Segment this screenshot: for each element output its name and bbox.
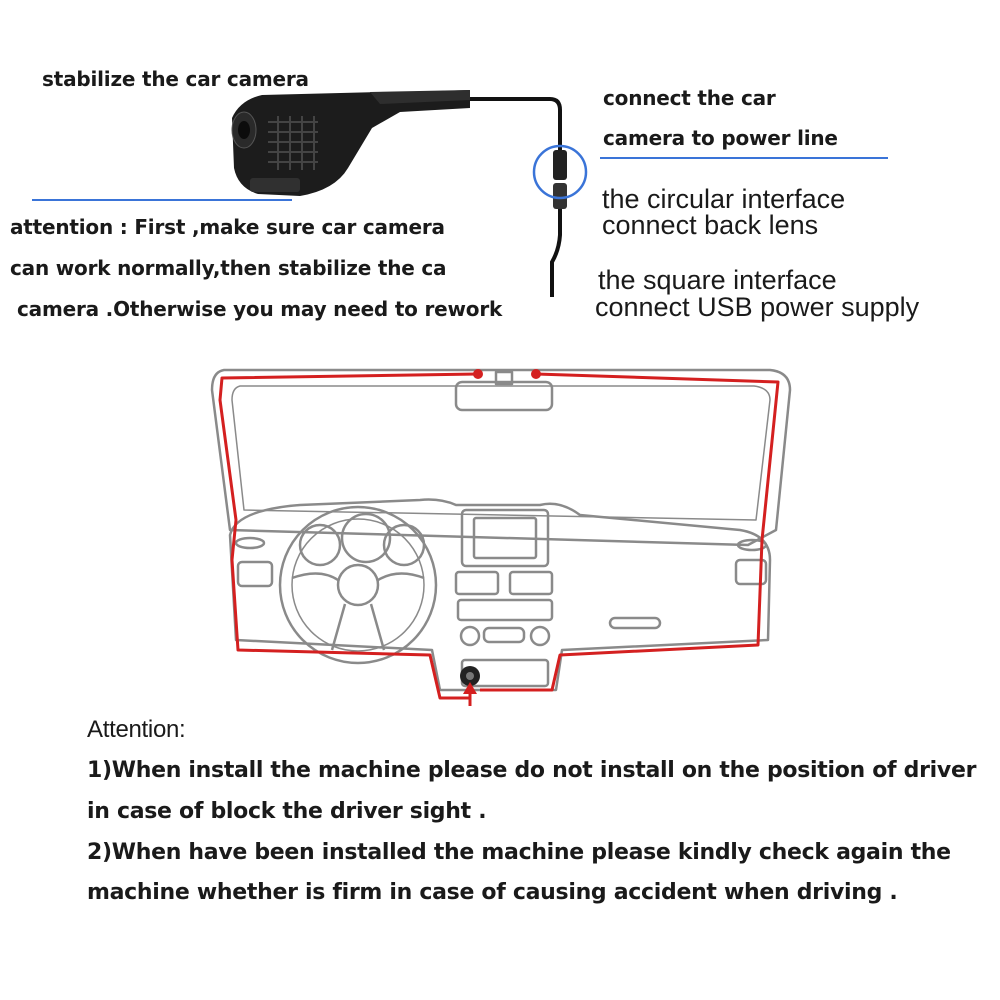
- guide-line-left: [32, 199, 292, 201]
- circular-interface-line-1: the circular interface: [602, 184, 846, 214]
- attention-heading: Attention:: [87, 716, 186, 743]
- attention-item-1-line-1: 1)When install the machine please do not…: [87, 758, 977, 783]
- attention-item-2-line-2: machine whether is firm in case of causi…: [87, 880, 898, 905]
- power-cable-icon: [470, 97, 588, 297]
- connect-line-1: connect the car: [603, 86, 776, 110]
- stabilize-label: stabilize the car camera: [42, 67, 309, 91]
- attention-item-2-line-1: 2)When have been installed the machine p…: [87, 840, 951, 865]
- square-interface-line-2: connect USB power supply: [595, 292, 920, 322]
- attention-item-1-line-2: in case of block the driver sight .: [87, 799, 487, 824]
- attention-line-3: camera .Otherwise you may need to rework: [17, 297, 503, 321]
- guide-line-right: [600, 157, 888, 159]
- steering-wheel-icon: [278, 505, 438, 665]
- attention-line-2: can work normally,then stabilize the ca: [10, 256, 447, 280]
- attention-line-1: attention : First ,make sure car camera: [10, 215, 445, 239]
- dash-camera-icon: [231, 90, 470, 196]
- cable-route: [218, 372, 780, 700]
- red-arrow-icon: [463, 682, 477, 706]
- windshield-icon: [210, 368, 792, 547]
- square-interface-line-1: the square interface: [598, 265, 837, 295]
- circular-interface-line-2: connect back lens: [602, 210, 819, 240]
- connect-line-2: camera to power line: [603, 126, 838, 150]
- dashboard-icon: [228, 498, 772, 692]
